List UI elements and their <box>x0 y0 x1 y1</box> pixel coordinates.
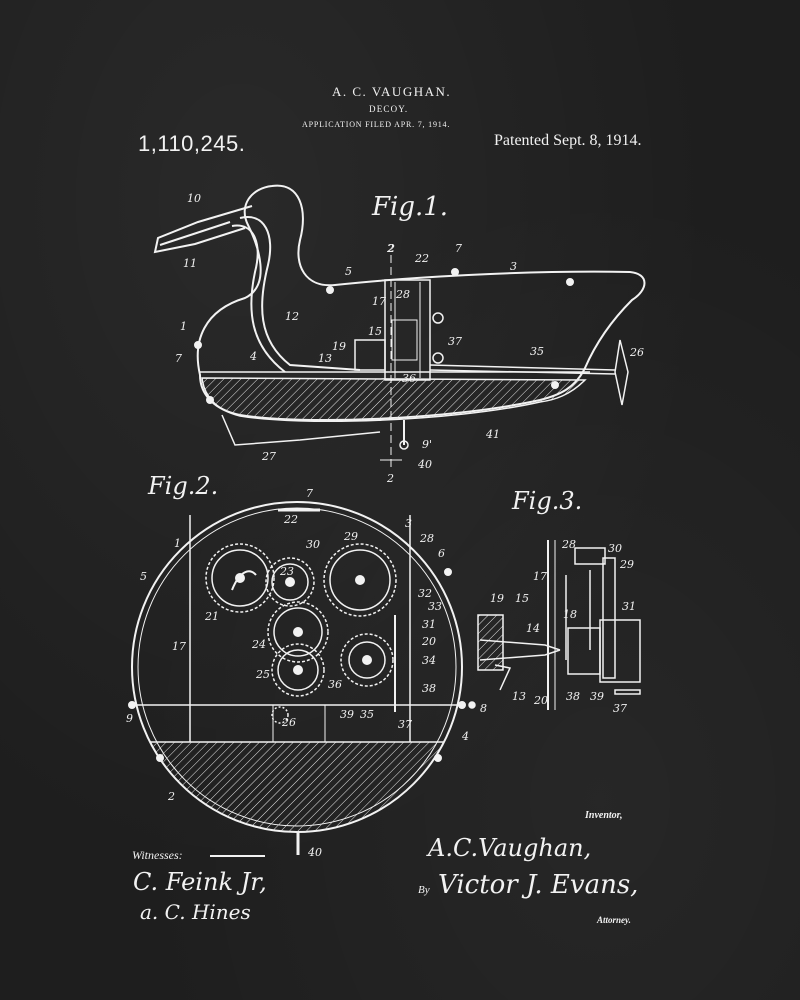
ref-numeral: 4 <box>249 350 257 363</box>
fig3-label: Fig.3. <box>512 487 583 515</box>
ref-numeral: 5 <box>345 265 352 278</box>
ref-numeral: 2 <box>167 790 175 803</box>
fig2-section-drawing <box>128 501 466 855</box>
ref-numeral: 36 <box>328 678 342 691</box>
fig1-reference-numerals: 10 11 12 5 2 22 7 3 1 7 4 17 28 15 37 13… <box>175 192 644 485</box>
ref-numeral: 3 <box>405 517 412 530</box>
ref-numeral: 6 <box>438 547 445 560</box>
ref-numeral: 22 <box>414 252 429 265</box>
ref-numeral: 35 <box>530 345 544 358</box>
ref-numeral: 2 <box>386 472 394 485</box>
ref-numeral: 26 <box>281 716 296 729</box>
ref-numeral: 27 <box>261 450 276 463</box>
ref-numeral: 35 <box>360 708 374 721</box>
ref-numeral: 30 <box>306 538 320 551</box>
ref-numeral: 17 <box>372 295 386 308</box>
ref-numeral: 11 <box>183 257 197 270</box>
ref-numeral: 19 <box>490 592 504 605</box>
ref-numeral: 28 <box>395 288 410 301</box>
ref-numeral: 34 <box>422 654 436 667</box>
witness1-signature: C. Feink Jr, <box>133 868 267 896</box>
fig1-label: Fig.1. <box>372 192 449 222</box>
ref-numeral: 38 <box>422 682 436 695</box>
ref-numeral: 17 <box>533 570 547 583</box>
ref-numeral: 40 <box>417 458 432 471</box>
fig3-reference-numerals: 28 30 17 29 19 15 18 31 14 13 20 38 39 3… <box>480 538 636 715</box>
ref-numeral: 22 <box>283 513 298 526</box>
ref-numeral: 15 <box>515 592 529 605</box>
ref-numeral: 21 <box>204 610 219 623</box>
ref-numeral: 31 <box>422 618 436 631</box>
ref-numeral: 30 <box>608 542 622 555</box>
ref-numeral: 23 <box>279 565 294 578</box>
ref-numeral: 37 <box>613 702 627 715</box>
ref-numeral: 41 <box>485 428 500 441</box>
ref-numeral: 29 <box>343 530 358 543</box>
inventor-signature: A.C.Vaughan, <box>428 834 592 862</box>
witnesses-label: Witnesses: <box>132 848 183 862</box>
ref-numeral: 39 <box>340 708 354 721</box>
ref-numeral: 4 <box>461 730 469 743</box>
ref-numeral: 12 <box>285 310 299 323</box>
ref-numeral: 7 <box>175 352 182 365</box>
ref-numeral: 13 <box>318 352 332 365</box>
ref-numeral: 38 <box>566 690 580 703</box>
fig2-label: Fig.2. <box>148 472 219 500</box>
ref-numeral: 7 <box>306 487 313 500</box>
ref-numeral: 29 <box>619 558 634 571</box>
ref-numeral: 2 <box>386 242 394 255</box>
ref-numeral: 39 <box>590 690 604 703</box>
ref-numeral: 1 <box>180 320 187 333</box>
ref-numeral: 20 <box>421 635 436 648</box>
ref-numeral: 8 <box>480 702 487 715</box>
ref-numeral: 28 <box>419 532 434 545</box>
ref-numeral: 20 <box>533 694 548 707</box>
by-label: By <box>418 884 430 896</box>
ref-numeral: 15 <box>368 325 382 338</box>
ref-numeral: 5 <box>140 570 147 583</box>
ref-numeral: 1 <box>174 537 181 550</box>
patented-date: Patented Sept. 8, 1914. <box>494 132 642 149</box>
ref-numeral: 19 <box>332 340 346 353</box>
fig1-duck-drawing <box>153 184 646 470</box>
inventor-label: Inventor, <box>585 810 623 821</box>
ref-numeral: 37 <box>398 718 412 731</box>
patent-number: 1,110,245. <box>138 131 246 156</box>
attorney-label: Attorney. <box>597 915 631 925</box>
filing-date: APPLICATION FILED APR. 7, 1914. <box>302 120 451 129</box>
ref-numeral: 40 <box>307 846 322 859</box>
ref-numeral: 17 <box>172 640 186 653</box>
inventor-name: A. C. VAUGHAN. <box>332 84 452 99</box>
ref-numeral: 37 <box>448 335 462 348</box>
attorney-signature: Victor J. Evans, <box>438 870 639 900</box>
witness2-signature: a. C. Hines <box>140 900 251 924</box>
ref-numeral: 2 <box>387 242 395 255</box>
ref-numeral: 24 <box>251 638 266 651</box>
fig3-detail-drawing <box>468 540 641 710</box>
ref-numeral: 36 <box>402 372 416 385</box>
ref-numeral: 26 <box>629 346 644 359</box>
ref-numeral: 18 <box>563 608 577 621</box>
ref-numeral: 7 <box>455 242 462 255</box>
ref-numeral: 9 <box>126 712 133 725</box>
ref-numeral: 31 <box>622 600 636 613</box>
ref-numeral: 9' <box>422 438 432 451</box>
ref-numeral: 25 <box>255 668 270 681</box>
ref-numeral: 3 <box>510 260 517 273</box>
fig2-reference-numerals: 7 22 1 30 29 3 28 6 5 23 32 21 33 24 31 … <box>126 487 469 859</box>
ref-numeral: 32 <box>418 587 432 600</box>
ref-numeral: 14 <box>526 622 540 635</box>
ref-numeral: 10 <box>187 192 201 205</box>
patent-title: DECOY. <box>369 104 409 114</box>
ref-numeral: 33 <box>428 600 442 613</box>
ref-numeral: 13 <box>512 690 526 703</box>
ref-numeral: 28 <box>561 538 576 551</box>
